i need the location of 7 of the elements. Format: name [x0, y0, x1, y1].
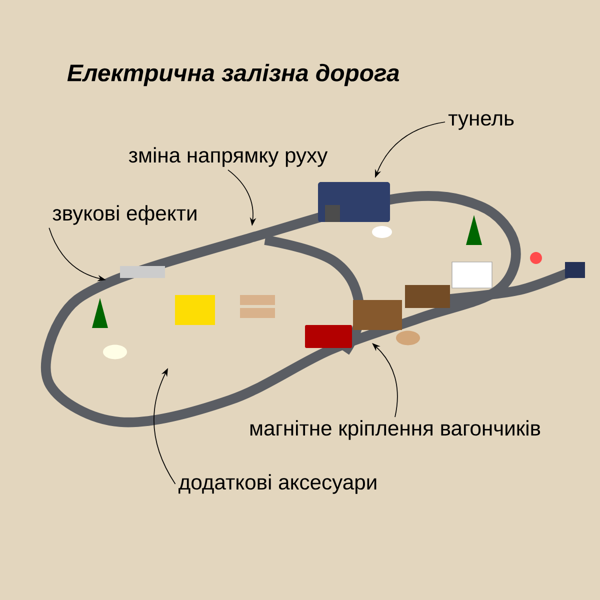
callout-text: зміна напрямку руху [128, 147, 328, 167]
callout-text: магнітне кріплення вагончиків [250, 420, 540, 440]
callout-text: тунель [448, 114, 514, 130]
callout-text: звукові ефекти [52, 205, 196, 225]
callout-text: додаткові аксесуари [178, 474, 376, 494]
title: Електрична залізна дорога [67, 64, 400, 86]
leader-line [372, 343, 398, 418]
